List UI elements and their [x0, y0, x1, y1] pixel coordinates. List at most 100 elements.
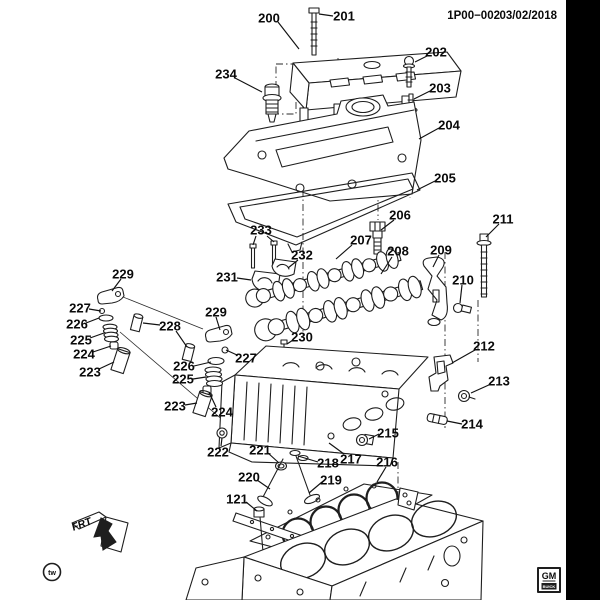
callout-217: 217	[328, 442, 362, 467]
leader-line-220	[256, 479, 271, 490]
drawing-number: 1P00−002	[447, 10, 500, 22]
callout-121: 121	[226, 492, 258, 512]
callout-label-208: 208	[387, 244, 409, 259]
leader-line-203	[413, 90, 431, 100]
gm-division-text: BUICK	[543, 584, 556, 589]
leader-line-218	[297, 455, 319, 463]
callout-label-226: 226	[66, 317, 88, 332]
callout-label-207: 207	[350, 233, 372, 248]
callout-label-214: 214	[461, 417, 483, 432]
artist-mark-label: tw	[48, 570, 56, 577]
leader-line-234	[234, 77, 263, 93]
callout-label-217: 217	[340, 452, 362, 467]
right-edge-band	[566, 0, 600, 600]
leader-line-214	[446, 420, 463, 425]
front-direction-indicator: FRT	[71, 511, 129, 553]
part-bolt-210	[452, 302, 473, 314]
callout-label-202: 202	[425, 45, 447, 60]
callout-218: 218	[297, 455, 339, 471]
callout-label-221: 221	[249, 443, 271, 458]
leader-line-225	[192, 376, 207, 380]
callout-label-213: 213	[488, 374, 510, 389]
callout-221: 221	[249, 443, 280, 464]
leader-line-223	[98, 361, 115, 370]
callout-225: 225	[172, 372, 207, 387]
callout-203: 203	[413, 81, 451, 100]
leader-line-225	[89, 332, 105, 339]
callout-label-220: 220	[238, 470, 260, 485]
callout-222: 222	[207, 437, 229, 460]
leader-line-231	[236, 277, 252, 281]
leader-line-219	[308, 481, 323, 494]
leader-line-223	[184, 402, 198, 406]
callout-label-228: 228	[159, 319, 181, 334]
callout-label-229: 229	[205, 305, 227, 320]
part-bolt-202	[402, 55, 416, 88]
artist-mark: tw	[42, 562, 62, 582]
callout-227: 227	[69, 301, 102, 316]
callout-label-223: 223	[79, 365, 101, 380]
callout-230: 230	[286, 330, 313, 345]
leader-line-226	[85, 317, 100, 324]
leader-line-206	[380, 219, 395, 231]
callout-label-215: 215	[377, 426, 399, 441]
callout-label-224: 224	[211, 405, 233, 420]
gm-logo-text: GM	[542, 571, 557, 581]
part-valve-219	[295, 455, 320, 505]
callout-229: 229	[111, 267, 134, 292]
part-bolt-213	[457, 389, 476, 403]
callout-label-229: 229	[112, 267, 134, 282]
callout-label-222: 222	[207, 445, 229, 460]
callout-label-200: 200	[258, 11, 280, 26]
callout-232: 232	[287, 248, 313, 269]
part-plug-222	[216, 427, 228, 439]
part-plug-215	[355, 433, 375, 447]
callout-label-232: 232	[291, 248, 313, 263]
drawing-date: 03/02/2018	[499, 10, 557, 22]
callout-226: 226	[173, 359, 212, 374]
part-valve-220	[257, 458, 284, 507]
part-sensor-234	[262, 83, 282, 123]
leader-line-230	[286, 339, 294, 345]
part-cover-gasket	[227, 172, 421, 253]
callout-205: 205	[416, 171, 456, 191]
callout-label-212: 212	[473, 339, 495, 354]
leader-line-224	[92, 345, 112, 353]
callout-label-219: 219	[320, 473, 342, 488]
part-bracket-209	[422, 256, 448, 327]
callout-200: 200	[258, 11, 300, 50]
callout-229: 229	[205, 305, 227, 331]
callout-label-231: 231	[216, 270, 238, 285]
leader-line-228	[142, 322, 161, 326]
frt-label: FRT	[71, 515, 94, 534]
callout-label-210: 210	[452, 273, 474, 288]
callout-label-225: 225	[70, 333, 92, 348]
callout-214: 214	[446, 417, 484, 432]
callout-label-224: 224	[73, 347, 95, 362]
leader-line-210	[459, 284, 463, 304]
leader-line-209	[432, 254, 440, 268]
callout-label-203: 203	[429, 81, 451, 96]
callout-212: 212	[451, 339, 495, 364]
callout-231: 231	[216, 270, 252, 285]
leader-line-212	[451, 349, 476, 364]
leader-line-205	[416, 180, 436, 191]
callout-label-211: 211	[493, 212, 514, 227]
part-bolt-201	[308, 7, 320, 56]
leader-line-200	[277, 21, 300, 50]
callout-label-227: 227	[69, 301, 91, 316]
callout-210: 210	[452, 273, 474, 304]
callout-label-201: 201	[333, 9, 355, 24]
leader-line-224	[208, 391, 217, 408]
callout-209: 209	[430, 243, 452, 268]
part-lash-adjuster-1	[129, 313, 144, 333]
leader-line-227	[225, 349, 238, 356]
leader-line-233	[252, 235, 257, 246]
callout-216: 216	[376, 455, 398, 483]
leader-line-233	[266, 235, 275, 243]
part-bracket-212	[428, 354, 454, 392]
callout-label-234: 234	[215, 67, 237, 82]
leader-line-204	[418, 127, 440, 140]
